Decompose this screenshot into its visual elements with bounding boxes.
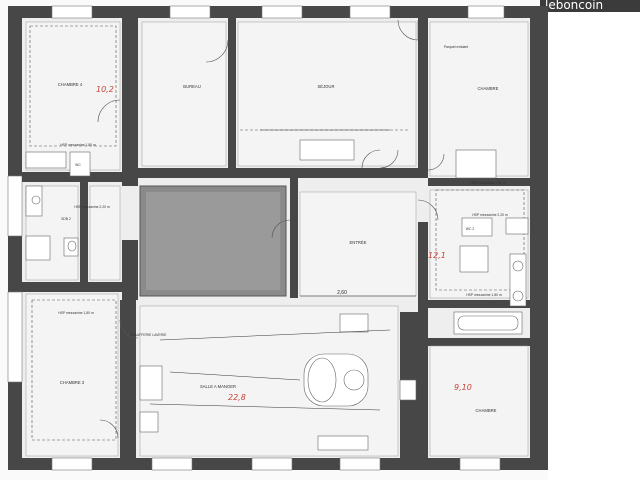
note-mezz-right-b: HSP mezzanine 2,20 m [472, 213, 508, 217]
label-bureau: BUREAU [183, 84, 200, 89]
note-mezz-right-a: HSP mezzanine 1,80 m [470, 181, 506, 185]
note-mezz-right-c: HSP mezzanine 1,80 m [466, 293, 502, 297]
label-chambre-4: CHAMBRE 4 [58, 82, 83, 87]
label-entree: ENTRÉE [350, 240, 367, 245]
hand-salle: 22,8 [228, 393, 246, 402]
room-fills [25, 21, 529, 457]
left-windows [7, 175, 23, 383]
label-salle-a-manger: SALLE A MANGER [200, 384, 236, 389]
label-sejour: SÉJOUR [318, 84, 335, 89]
label-chaufferie: CHAUFFERIE LAVERIE [130, 333, 167, 337]
label-parquet-existant: Parquet existant [444, 45, 469, 49]
watermark: leboncoin [545, 0, 603, 12]
label-sdb: SDB 2 [61, 217, 71, 221]
courtyard-inner [146, 192, 280, 290]
top-windows [51, 5, 505, 19]
bottom-windows [51, 457, 501, 471]
bathroom-fixtures [25, 139, 529, 451]
label-chambre-top-right: CHAMBRE [478, 86, 499, 91]
note-mezz-sdb: HSP mezzanine 2,20 m [74, 205, 110, 209]
note-mezz-ch3: HSP mezzanine 1,80 m [58, 311, 94, 315]
door-swings [97, 19, 445, 439]
label-wc-right: WC 2 [466, 227, 475, 231]
label-chambre-3: CHAMBRE 3 [60, 380, 85, 385]
dimension-lines [149, 129, 416, 411]
photo-edge [548, 0, 640, 480]
hand-ch-bottom-right: 9,10 [454, 383, 472, 392]
note-mezz-ch4: HSP mezzanine 1,80 m [60, 143, 96, 147]
label-chambre-bottom-right: CHAMBRE [476, 408, 497, 413]
label-wc-left: WC [75, 163, 81, 167]
watermark-bar [540, 0, 640, 12]
dim-entree-width: 2,60 [337, 290, 347, 296]
hand-entree: 12,1 [428, 251, 446, 260]
hand-ch4: 10,2 [96, 85, 114, 94]
interior-walls [22, 18, 530, 458]
